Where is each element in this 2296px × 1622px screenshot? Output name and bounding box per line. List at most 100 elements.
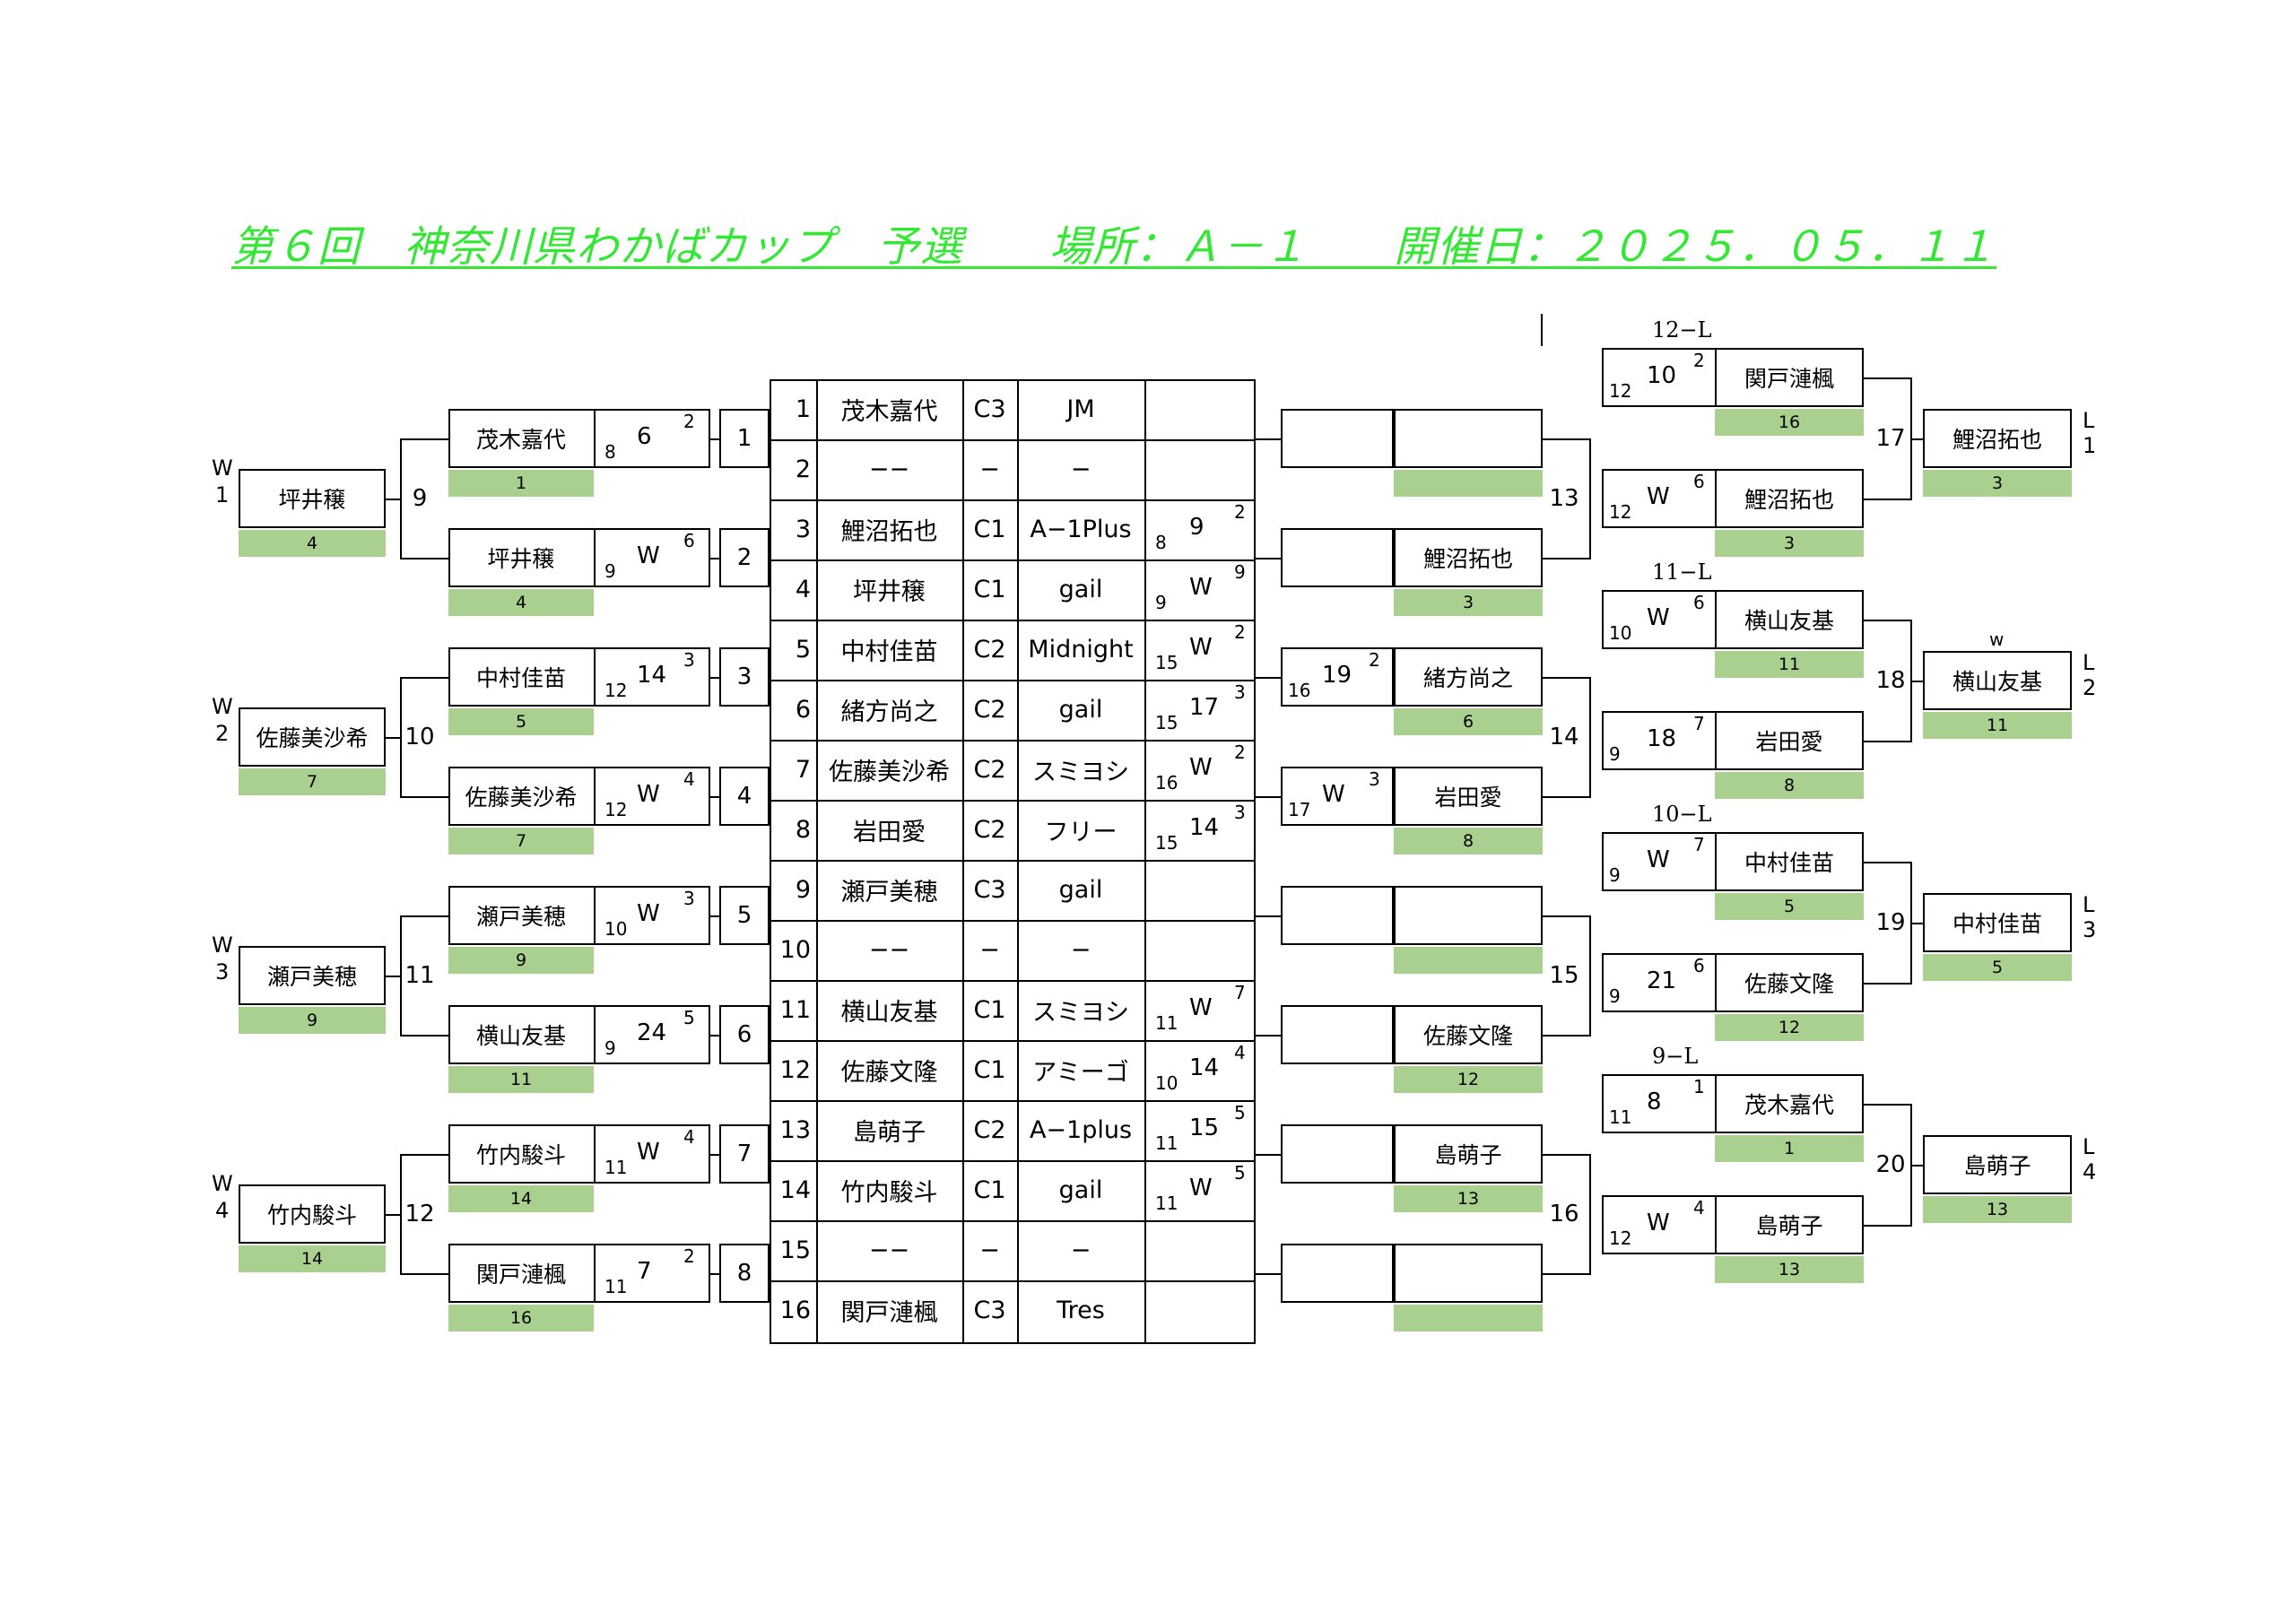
bracket-line: [386, 498, 400, 500]
bracket-line: [1589, 1154, 1591, 1275]
table-team-cell: アミーゴ: [1032, 1059, 1129, 1087]
bracket-line: [770, 1280, 1256, 1282]
seed-bar: 3: [1715, 530, 1864, 557]
match-number: 14: [1549, 723, 1579, 750]
player-name: 茂木嘉代: [1744, 1092, 1834, 1118]
winner-name: 中村佳苗: [1952, 910, 2042, 937]
player-name: 岩田愛: [1755, 729, 1823, 755]
winner-box: [1923, 650, 2072, 710]
loser-score-box: [1602, 832, 1718, 891]
match-box: [719, 767, 770, 826]
score-right: 3: [683, 649, 695, 671]
table-cls-cell: C1: [973, 1176, 1006, 1204]
player-box-loser: [1715, 590, 1864, 649]
score-right: 3: [1234, 681, 1246, 703]
table-team-cell: スミヨシ: [1032, 759, 1129, 786]
score-right: 7: [1693, 834, 1705, 855]
score-right: 2: [683, 1245, 695, 1267]
match-number: 19: [1875, 908, 1906, 936]
bracket-side-label: W: [212, 1170, 233, 1196]
table-team-cell: フリー: [1044, 819, 1118, 846]
match-number: 20: [1875, 1150, 1906, 1178]
player-box-right: [1394, 1124, 1543, 1184]
match-number: 15: [1549, 961, 1579, 989]
score-right: 5: [683, 1007, 695, 1028]
match-number: 11: [404, 961, 435, 989]
bracket-line: [386, 975, 400, 977]
bracket-line: [710, 915, 719, 917]
score-small: 12: [604, 680, 628, 701]
table-cls-cell: C3: [973, 1297, 1006, 1324]
seed-bar: 5: [1715, 893, 1864, 920]
bracket-side-label: 4: [215, 1197, 230, 1223]
table-team-cell: gail: [1058, 696, 1103, 724]
table-cls-cell: −: [979, 936, 1000, 964]
table-name-cell: 中村佳苗: [840, 638, 938, 666]
bracket-line: [400, 438, 402, 559]
player-box-left: [448, 767, 710, 826]
bracket-line: [770, 740, 1256, 742]
seed-bar: 11: [448, 1066, 594, 1093]
bracket-side-label: L: [2083, 891, 2095, 917]
table-team-cell: gail: [1058, 1176, 1103, 1204]
bracket-line: [386, 736, 400, 739]
bracket-line: [1543, 915, 1591, 917]
table-team-cell: JM: [1066, 395, 1095, 423]
bracket-line: [770, 1220, 1256, 1222]
player-box-left: [448, 886, 710, 945]
match-box: [719, 647, 770, 707]
finalist-name: 坪井穣: [278, 486, 346, 513]
bracket-line: [1912, 680, 1923, 682]
table-team-cell: gail: [1058, 876, 1103, 904]
match-number: 6: [736, 1021, 752, 1048]
bracket-line: [594, 647, 596, 707]
table-no-cell: 15: [779, 1236, 811, 1264]
score-right: 2: [1234, 742, 1246, 763]
score-mid: W: [1647, 604, 1670, 631]
score-small: 12: [604, 799, 628, 820]
match-box: [1281, 1005, 1394, 1064]
player-box-right: [1394, 528, 1543, 587]
match-box: [719, 409, 770, 468]
table-cls-cell: C1: [973, 996, 1006, 1024]
player-name: 関戸漣楓: [475, 1262, 566, 1288]
bracket-line: [710, 558, 719, 559]
match-number: 3: [736, 664, 752, 690]
bracket-line: [770, 499, 1256, 501]
score-mid: W: [1189, 754, 1213, 781]
bracket-line: [770, 860, 1256, 862]
loser-score-box: [1602, 590, 1718, 649]
bracket-line: [400, 796, 448, 798]
bracket-line: [1144, 379, 1146, 1342]
bracket-line: [1589, 915, 1591, 1037]
winner-box: [1923, 1134, 2072, 1194]
score-right: 7: [1693, 713, 1705, 734]
bracket-line: [1543, 796, 1591, 798]
player-name: 岩田愛: [1434, 785, 1502, 811]
table-cls-cell: −: [979, 1236, 1000, 1264]
score-mid: 24: [637, 1019, 667, 1046]
player-name: 鯉沼拓也: [1422, 546, 1513, 572]
player-name: 坪井穣: [487, 546, 555, 572]
match-number: 17: [1875, 424, 1906, 452]
table-name-cell: 佐藤美沙希: [829, 759, 950, 786]
bracket-side-label: 2: [2083, 674, 2097, 700]
table-team-cell: スミヨシ: [1032, 999, 1129, 1027]
score-mid: W: [1189, 574, 1213, 601]
table-name-cell: 竹内駿斗: [840, 1179, 938, 1207]
player-box-loser: [1715, 1074, 1864, 1133]
seed-bar: 5: [448, 708, 594, 735]
match-number: 2: [736, 544, 752, 571]
score-mid: 21: [1647, 967, 1677, 994]
player-box-left: [448, 1124, 710, 1184]
match-box: [1281, 767, 1394, 826]
score-right: 9: [1234, 561, 1246, 583]
bracket-side-label: w: [1989, 628, 2005, 650]
score-mid: W: [637, 900, 660, 927]
table-team-cell: Midnight: [1028, 636, 1134, 664]
score-mid: 7: [637, 1258, 652, 1285]
seed-bar: 12: [1715, 1014, 1864, 1041]
bracket-line: [400, 1154, 448, 1156]
score-right: 6: [1693, 955, 1705, 976]
loser-score-box: [1602, 711, 1718, 770]
